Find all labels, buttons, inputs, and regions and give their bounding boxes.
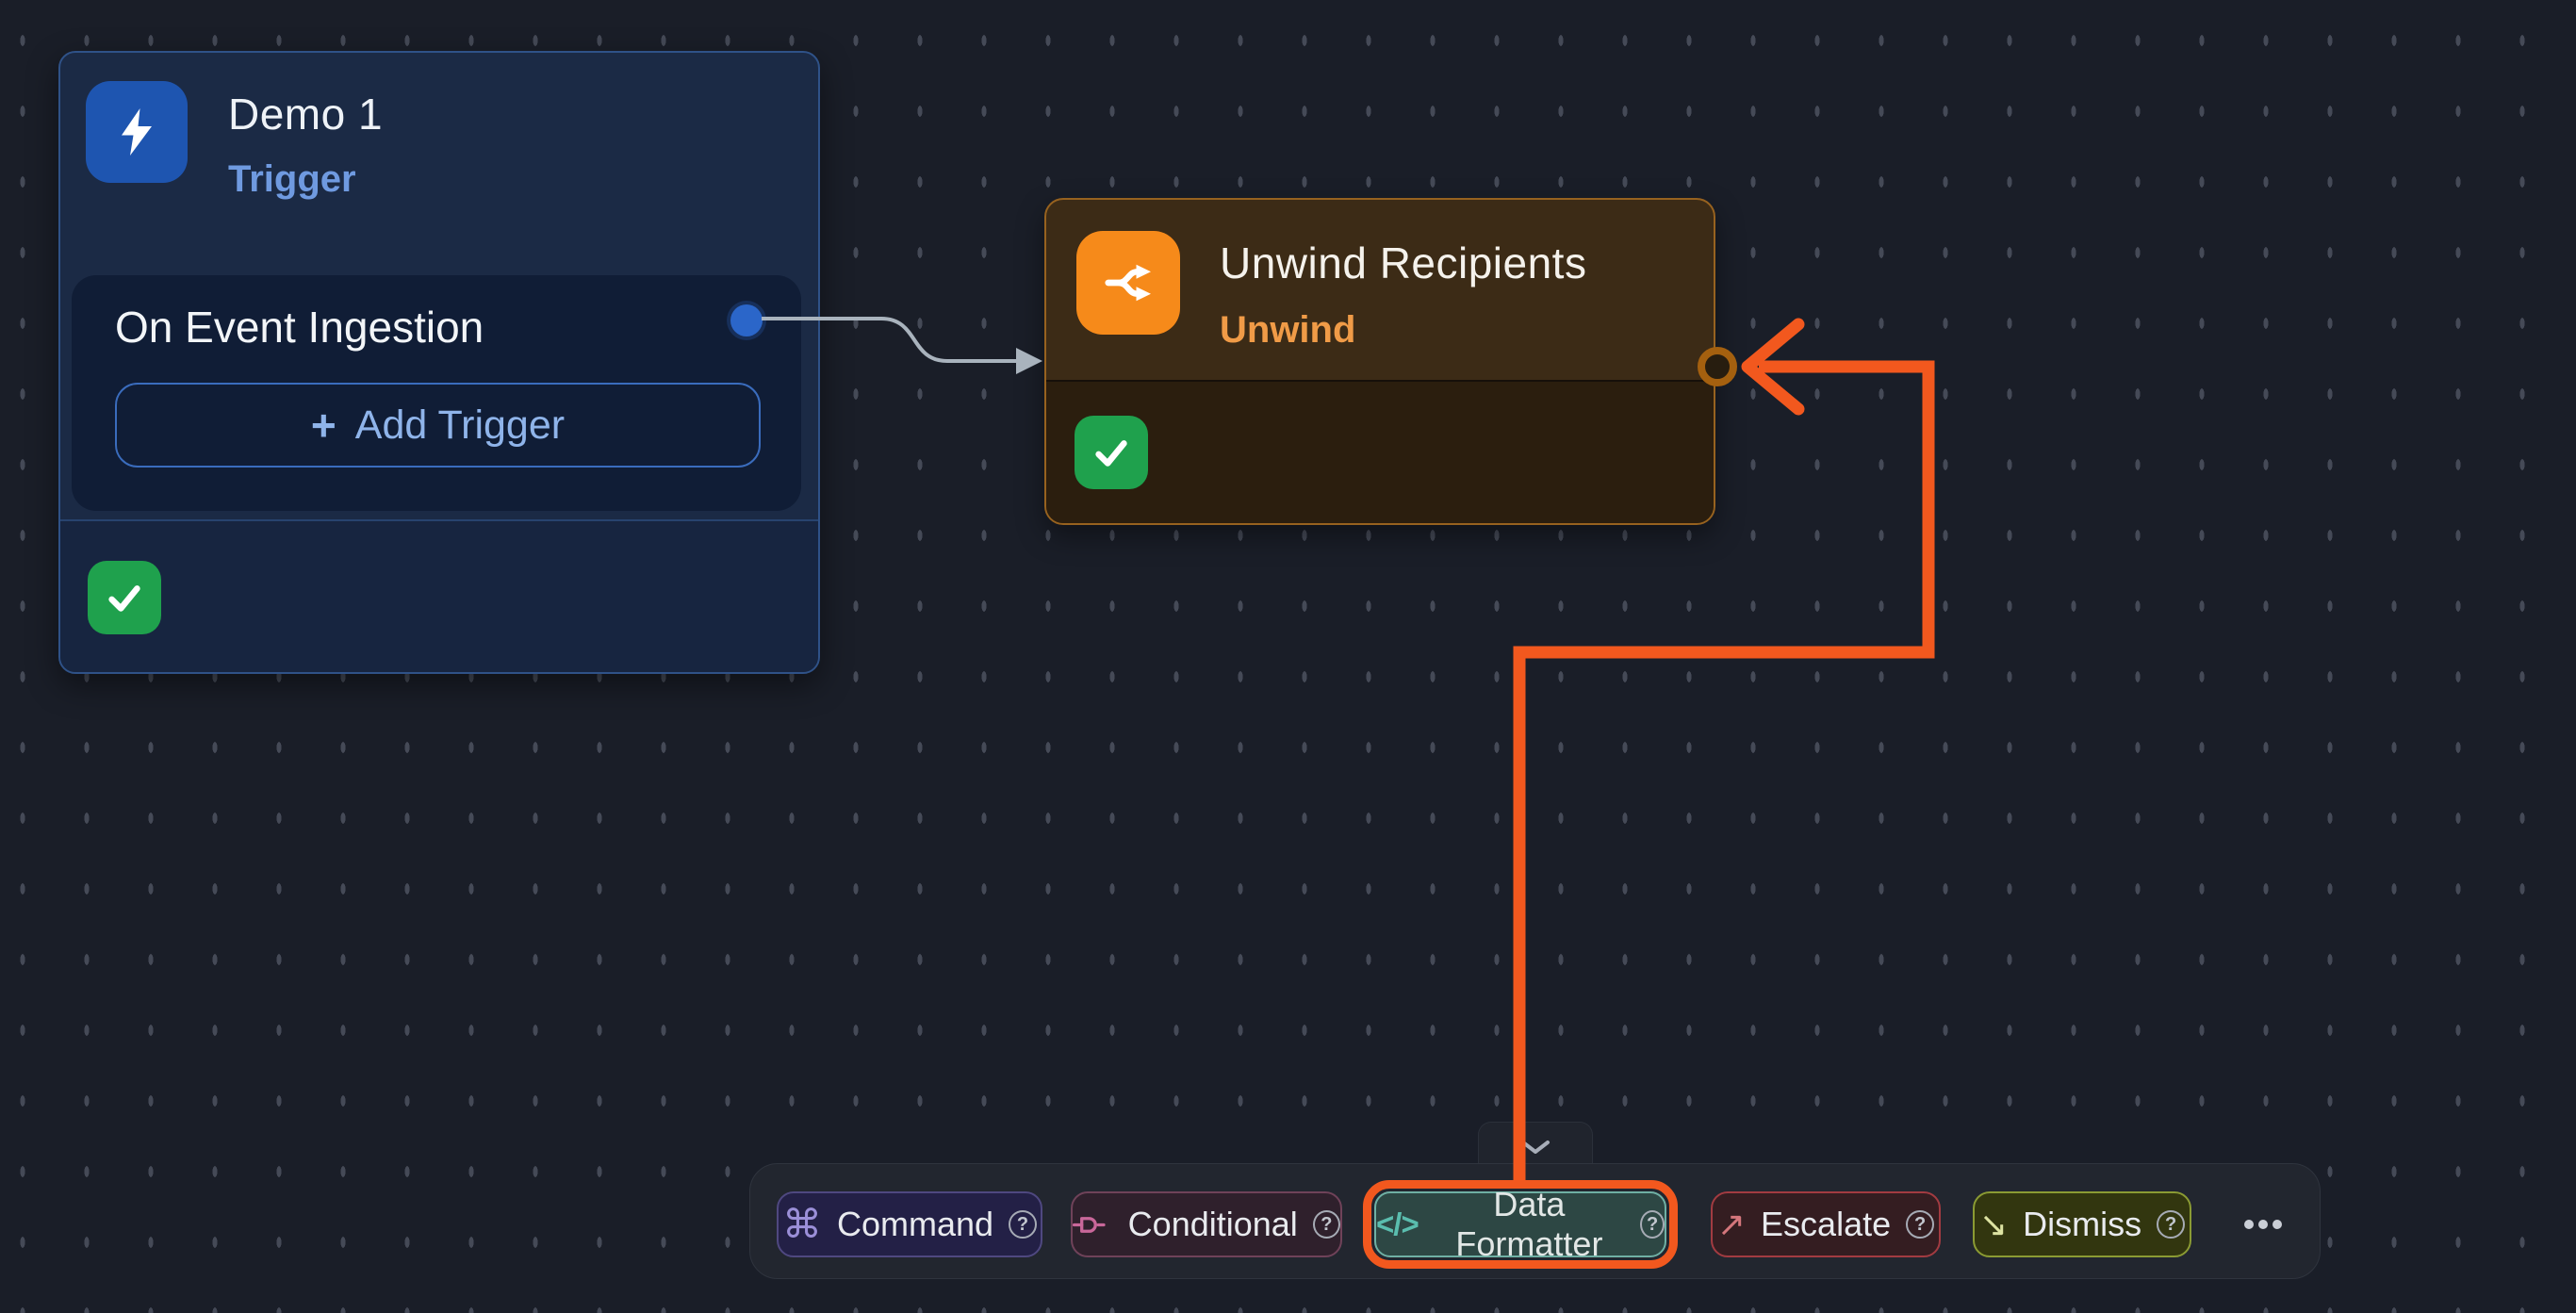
trigger-node[interactable]: Demo 1 Trigger On Event Ingestion + Add …	[58, 51, 820, 674]
chevron-down-icon	[1521, 1140, 1550, 1154]
data-formatter-label: Data Formatter	[1455, 1185, 1603, 1263]
dismiss-button[interactable]: ↘ Dismiss ?	[1973, 1191, 2191, 1257]
trigger-output-port[interactable]	[730, 304, 763, 336]
unwind-node-title: Unwind Recipients	[1220, 238, 1587, 287]
lightning-bolt-icon	[86, 81, 188, 183]
data-formatter-button[interactable]: </> Data Formatter ?	[1374, 1185, 1666, 1263]
unwind-node[interactable]: Unwind Recipients Unwind	[1044, 198, 1715, 525]
command-button[interactable]: ⌘ Command ?	[777, 1191, 1042, 1257]
unwind-node-type: Unwind	[1220, 309, 1356, 351]
ellipsis-icon	[2272, 1220, 2282, 1229]
unwind-node-footer	[1046, 380, 1714, 523]
trigger-row-label: On Event Ingestion	[115, 303, 484, 352]
command-label: Command	[836, 1205, 994, 1243]
unwind-input-port[interactable]	[1698, 347, 1737, 386]
trigger-node-title: Demo 1	[228, 90, 384, 139]
arrow-up-right-icon: ↗	[1716, 1205, 1747, 1243]
data-formatter-highlight-ring[interactable]: </> Data Formatter ?	[1363, 1180, 1678, 1269]
command-icon: ⌘	[781, 1202, 822, 1246]
plus-icon: +	[310, 401, 336, 450]
ellipsis-icon	[2258, 1220, 2268, 1229]
trigger-list-card: On Event Ingestion + Add Trigger	[72, 275, 801, 511]
escalate-label: Escalate	[1761, 1205, 1892, 1243]
check-icon	[88, 561, 161, 634]
help-icon: ?	[1009, 1210, 1038, 1239]
help-icon: ?	[1312, 1210, 1340, 1239]
add-trigger-label: Add Trigger	[354, 402, 566, 448]
arrow-down-right-icon: ↘	[1978, 1205, 2009, 1243]
more-actions-button[interactable]	[2230, 1191, 2296, 1257]
help-icon: ?	[2157, 1210, 2186, 1239]
code-icon: </>	[1376, 1206, 1419, 1241]
conditional-button[interactable]: Conditional ?	[1071, 1191, 1342, 1257]
add-trigger-button[interactable]: + Add Trigger	[115, 383, 761, 468]
escalate-button[interactable]: ↗ Escalate ?	[1711, 1191, 1941, 1257]
plug-icon	[1073, 1216, 1106, 1233]
dismiss-label: Dismiss	[2023, 1205, 2142, 1243]
help-icon: ?	[1640, 1210, 1665, 1239]
help-icon: ?	[1906, 1210, 1935, 1239]
conditional-label: Conditional	[1127, 1205, 1298, 1243]
ellipsis-icon	[2244, 1220, 2254, 1229]
check-icon	[1075, 416, 1148, 489]
split-arrows-icon	[1076, 231, 1180, 335]
trigger-node-type: Trigger	[228, 158, 356, 200]
trigger-node-footer	[60, 519, 818, 672]
action-dock: ⌘ Command ? Conditional ? </> Data Forma…	[749, 1163, 2321, 1279]
